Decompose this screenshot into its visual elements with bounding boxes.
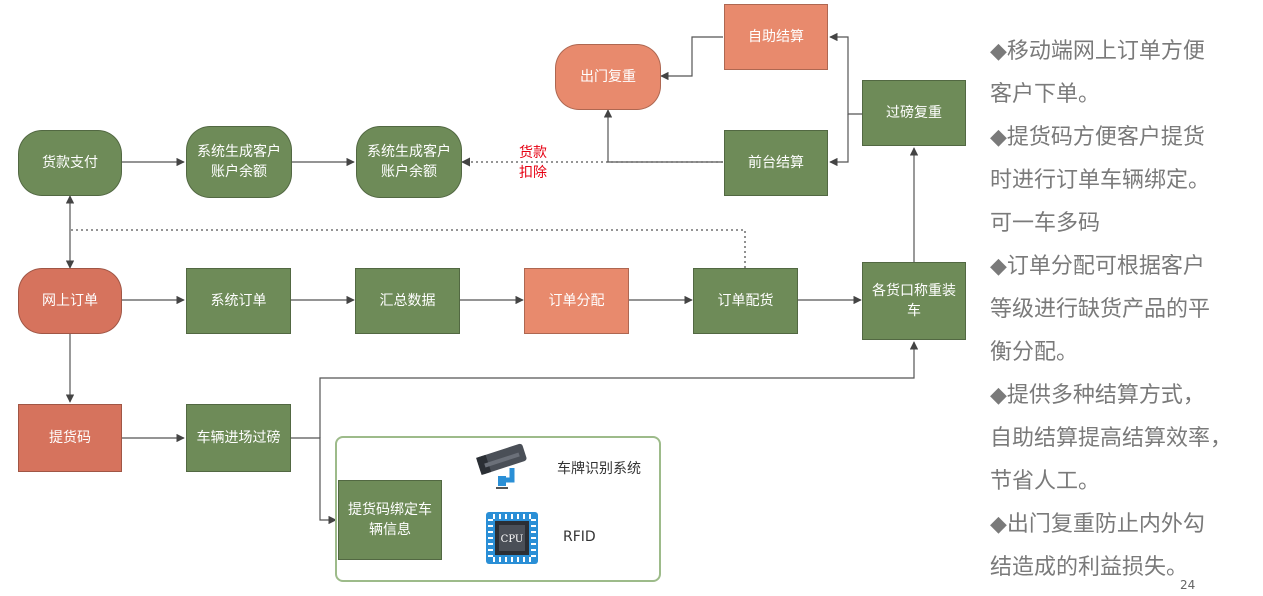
node-sys-order: 系统订单	[186, 268, 291, 334]
plate-system-label: 车牌识别系统	[557, 461, 641, 477]
side-note-line: 衡分配。	[990, 340, 1079, 365]
arrow-front-to-exit	[603, 109, 723, 163]
node-pickup-code: 提货码	[18, 404, 122, 472]
side-note-line: ◆提供多种结算方式，	[990, 383, 1205, 408]
side-note-line: 自助结算提高结算效率，	[990, 426, 1233, 451]
deduct-label: 货款扣除	[519, 145, 547, 181]
node-bind-vehicle: 提货码绑定车辆信息	[338, 480, 442, 560]
side-note-line: ◆提货码方便客户提货	[990, 125, 1205, 150]
side-note-line: 等级进行缺货产品的平	[990, 297, 1211, 322]
side-note-line: 时进行订单车辆绑定。	[990, 168, 1211, 193]
side-note-line: ◆移动端网上订单方便	[990, 39, 1205, 64]
camera-icon	[476, 443, 527, 489]
node-order-dist: 订单配货	[693, 268, 798, 334]
node-balance: 系统生成客户账户余额	[356, 126, 462, 198]
node-payment: 货款支付	[18, 130, 122, 196]
node-self-settle: 自助结算	[724, 4, 828, 70]
side-note-line: 结造成的利益损失。	[990, 555, 1189, 580]
side-note-line: 客户下单。	[990, 82, 1101, 107]
arrow-reweigh-to-self	[829, 32, 862, 115]
arrow-vehicle-to-bind	[291, 437, 337, 525]
cpu-label: CPU	[501, 534, 524, 545]
side-notes: ◆移动端网上订单方便客户下单。 ◆提货码方便客户提货时进行订单车辆绑定。可一车多码…	[990, 30, 1252, 589]
side-note-line: ◆出门复重防止内外勾	[990, 512, 1205, 537]
arrow-vehicle-to-port	[319, 341, 919, 438]
side-note-line: ◆订单分配可根据客户	[990, 254, 1205, 279]
side-note-line: 可一车多码	[990, 211, 1101, 236]
side-note-line: 节省人工。	[990, 469, 1101, 494]
node-online-order: 网上订单	[18, 268, 122, 334]
arrow-reweigh-to-front	[829, 114, 849, 167]
node-balance-gen: 系统生成客户账户余额	[186, 126, 292, 198]
node-reweigh: 过磅复重	[862, 80, 966, 146]
arrow-self-to-exit	[660, 36, 723, 81]
node-order-alloc: 订单分配	[524, 268, 629, 334]
node-port-load: 各货口称重装车	[862, 262, 966, 340]
page-number: 24	[1180, 578, 1196, 592]
dotted-dist-to-payment	[70, 229, 746, 268]
node-summary: 汇总数据	[355, 268, 460, 334]
chip-icon: CPU	[486, 512, 538, 564]
rfid-label: RFID	[563, 529, 596, 545]
node-front-settle: 前台结算	[724, 130, 828, 196]
node-vehicle-enter: 车辆进场过磅	[186, 404, 291, 472]
node-exit-reweigh: 出门复重	[555, 44, 661, 110]
